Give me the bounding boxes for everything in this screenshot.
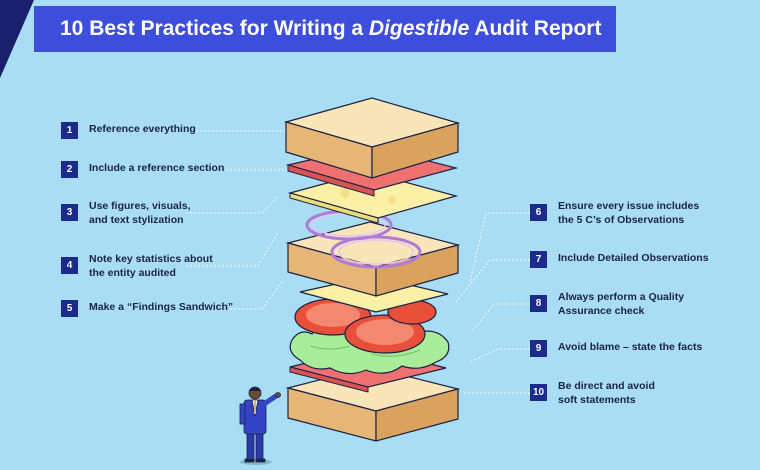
practice-number: 6 xyxy=(530,204,547,221)
practice-number: 10 xyxy=(530,384,547,401)
practice-label: Reference everything xyxy=(89,123,196,135)
title-emphasis: Digestible xyxy=(368,17,470,40)
practice-number: 3 xyxy=(61,204,78,221)
practice-item-7: 7 Include Detailed Observations xyxy=(530,251,709,268)
practice-number: 7 xyxy=(530,251,547,268)
presenter-figure xyxy=(239,386,281,465)
practice-number: 9 xyxy=(530,340,547,357)
practice-item-2: 2 Include a reference section xyxy=(61,161,224,178)
corner-accent xyxy=(0,0,34,78)
practice-item-9: 9 Avoid blame – state the facts xyxy=(530,340,702,357)
onion-rings xyxy=(305,209,422,269)
title-banner: 10 Best Practices for Writing a Digestib… xyxy=(34,6,616,52)
tomato-slices xyxy=(294,298,437,354)
practice-label: Make a “Findings Sandwich” xyxy=(89,301,234,313)
practice-item-1: 1 Reference everything xyxy=(61,122,196,139)
practice-number: 5 xyxy=(61,300,78,317)
practice-label: Include Detailed Observations xyxy=(558,252,709,264)
practice-number: 8 xyxy=(530,295,547,312)
title-text: 10 Best Practices for Writing a xyxy=(60,17,369,40)
practice-item-3: 3 Use figures, visuals,and text stylizat… xyxy=(61,200,191,227)
middle-bread xyxy=(285,221,461,297)
practice-item-5: 5 Make a “Findings Sandwich” xyxy=(61,300,233,317)
practice-label: Include a reference section xyxy=(89,162,225,174)
practice-label: Avoid blame – state the facts xyxy=(558,341,703,353)
practice-number: 2 xyxy=(61,161,78,178)
leader-lines xyxy=(186,130,530,394)
title-text-end: Audit Report xyxy=(469,17,602,40)
practice-label: Use figures, visuals,and text stylizatio… xyxy=(89,200,191,226)
practice-number: 4 xyxy=(61,257,78,274)
practice-number: 1 xyxy=(61,122,78,139)
top-bread xyxy=(283,97,461,179)
